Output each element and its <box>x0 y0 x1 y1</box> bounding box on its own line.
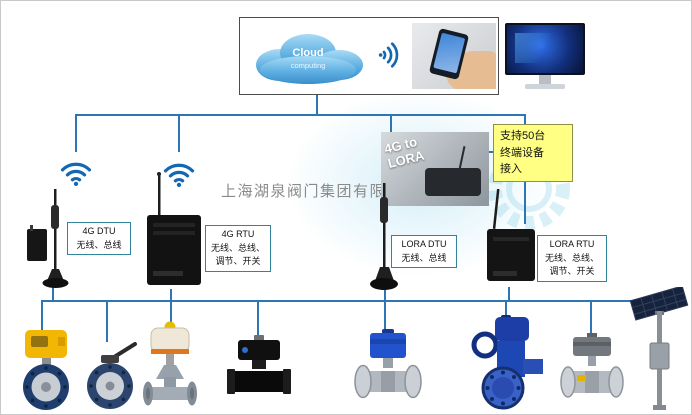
cloud-title: Cloud <box>292 47 323 59</box>
connector-stub-dtu4g <box>52 285 54 300</box>
product-solar-panel-pole <box>629 287 689 410</box>
label-lora-dtu-desc: 无线、总线 <box>401 252 447 263</box>
note-line3: 接入 <box>500 163 522 175</box>
device-lora-rtu-box <box>487 189 535 281</box>
device-4g-dtu-antenna <box>27 189 69 288</box>
product-ball-valve-blue-actuator <box>354 329 422 399</box>
connector-drop-note <box>524 114 526 124</box>
connector-stub-loradtu <box>384 287 386 300</box>
label-lora-rtu-title: LORA RTU <box>549 239 595 249</box>
label-lora-dtu-title: LORA DTU <box>401 239 447 249</box>
connector-drop-product-4 <box>257 300 259 336</box>
monitor-screen <box>505 23 585 75</box>
product-ball-valve-gray-actuator <box>560 333 624 398</box>
label-4g-dtu: 4G DTU 无线、总线 <box>67 222 131 255</box>
wifi-icon-top <box>378 42 399 68</box>
connector-bottom-bus <box>41 300 659 302</box>
label-lora-rtu-desc1: 无线、总线、 <box>544 252 599 263</box>
note-line2: 终端设备 <box>500 146 544 159</box>
hand-phone-image <box>412 23 496 89</box>
connector-drop-product-5 <box>384 300 386 332</box>
wifi-icon-4g-rtu <box>163 163 195 188</box>
connector-drop-lora-rtu <box>524 182 526 224</box>
cloud-subtitle: computing <box>291 61 326 70</box>
connector-drop-product-3 <box>170 300 172 322</box>
label-lora-dtu: LORA DTU 无线、总线 <box>391 235 457 268</box>
product-gate-valve-electric-actuator <box>143 321 197 406</box>
label-4g-rtu: 4G RTU 无线、总线、 调节、开关 <box>205 225 271 272</box>
note-box: 支持50台 终端设备 接入 <box>493 124 573 182</box>
product-butterfly-valve-yellow-actuator <box>23 330 69 410</box>
gateway-label: 4G to LORA <box>383 134 426 172</box>
connector-drop-product-7 <box>590 300 592 334</box>
gateway-image: 4G to LORA <box>381 132 489 206</box>
product-globe-valve-blue-electric <box>471 315 543 410</box>
connector-stub-lorartu <box>508 287 510 300</box>
wifi-icon-4g-dtu <box>60 162 92 187</box>
label-lora-rtu: LORA RTU 无线、总线、 调节、开关 <box>537 235 607 282</box>
label-lora-rtu-desc2: 调节、开关 <box>549 266 595 276</box>
cloud-icon: Cloud computing <box>256 34 363 84</box>
connector-cloud-drop <box>316 95 318 114</box>
note-line1: 支持50台 <box>500 130 546 142</box>
connector-top-bus <box>76 114 526 116</box>
device-4g-rtu-box <box>147 172 201 285</box>
connector-stub-rtu4g <box>170 289 172 300</box>
connector-drop-gateway <box>390 114 392 134</box>
monitor-base <box>525 84 565 89</box>
company-watermark: 上海湖泉阀门集团有限公司 <box>221 183 420 200</box>
label-4g-rtu-desc2: 调节、开关 <box>215 256 261 266</box>
connector-drop-product-1 <box>41 300 43 330</box>
gateway-antenna <box>458 146 466 170</box>
monitor-glow <box>515 33 565 63</box>
monitor-stand <box>539 75 551 84</box>
label-4g-dtu-desc: 无线、总线 <box>76 239 122 250</box>
product-ball-valve-black-actuator <box>227 335 291 394</box>
label-4g-rtu-title: 4G RTU <box>221 229 255 239</box>
monitor-image <box>505 23 585 93</box>
phone-screen <box>433 32 466 74</box>
cloud-panel: Cloud computing <box>239 17 499 95</box>
connector-drop-product-6 <box>505 300 507 318</box>
connector-drop-product-2 <box>106 300 108 342</box>
device-lora-dtu-antenna <box>370 183 398 290</box>
product-butterfly-valve-lever <box>87 342 137 409</box>
gateway-device <box>425 168 481 196</box>
label-4g-dtu-title: 4G DTU <box>82 226 116 236</box>
connector-drop-4g-dtu <box>75 114 77 152</box>
label-4g-rtu-desc1: 无线、总线、 <box>210 242 265 253</box>
connector-drop-4g-rtu <box>178 114 180 152</box>
